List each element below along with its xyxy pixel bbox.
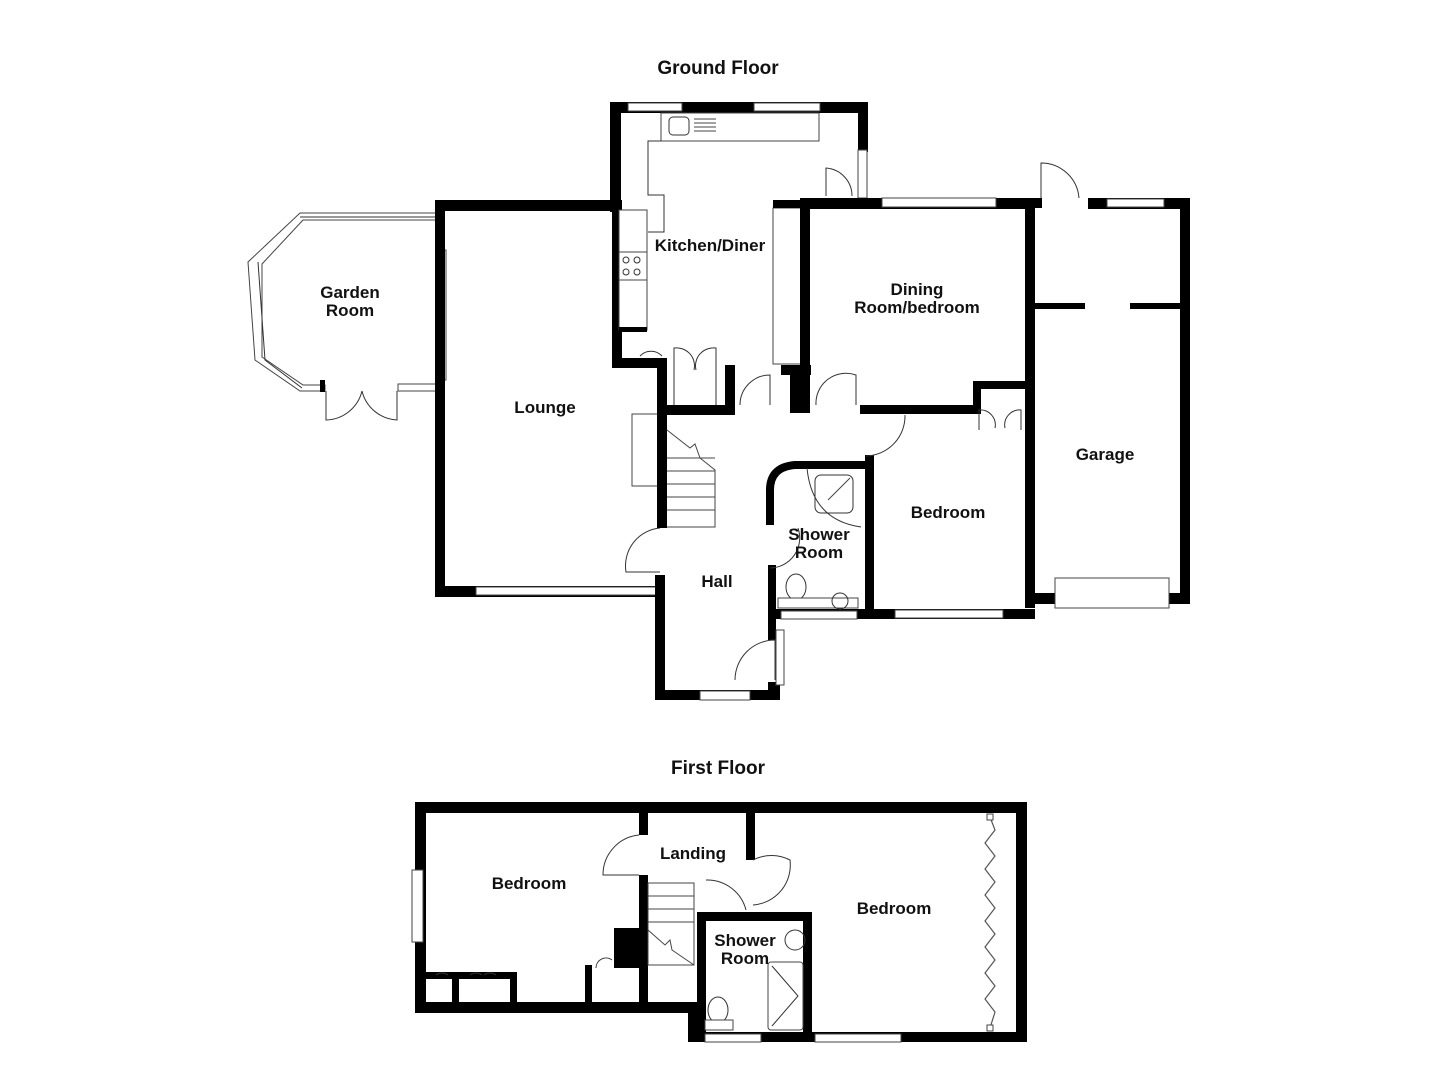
ground-floor-title: Ground Floor	[657, 58, 779, 79]
room-label-kitchen-diner: Kitchen/Diner	[654, 236, 766, 255]
room-label-ground-shower-room: Shower Room	[788, 525, 850, 562]
kitchen-fixtures	[618, 116, 868, 406]
ground-bedroom-walls	[865, 409, 1035, 619]
kitchen-walls	[610, 102, 868, 415]
ground-shower-room	[766, 461, 868, 620]
room-label-first-bedroom-1: Bedroom	[491, 874, 567, 893]
room-label-lounge: Lounge	[514, 398, 576, 417]
room-label-first-bedroom-2: Bedroom	[856, 899, 932, 918]
ground-floor-plan	[247, 102, 1190, 701]
room-label-ground-bedroom: Bedroom	[910, 503, 986, 522]
room-label-hall: Hall	[701, 572, 733, 591]
room-label-first-shower-room: Shower Room	[714, 931, 776, 968]
dining-room-walls	[800, 197, 1035, 608]
room-label-garage: Garage	[1075, 445, 1135, 464]
first-floor-title: First Floor	[671, 758, 765, 779]
hall	[625, 410, 785, 701]
room-label-landing: Landing	[659, 844, 727, 863]
first-floor-plan	[411, 802, 1027, 1043]
garage-walls	[1025, 162, 1190, 609]
room-label-dining-room-bedroom: Dining Room/bedroom	[854, 280, 980, 317]
room-label-garden-room: Garden Room	[320, 283, 380, 320]
